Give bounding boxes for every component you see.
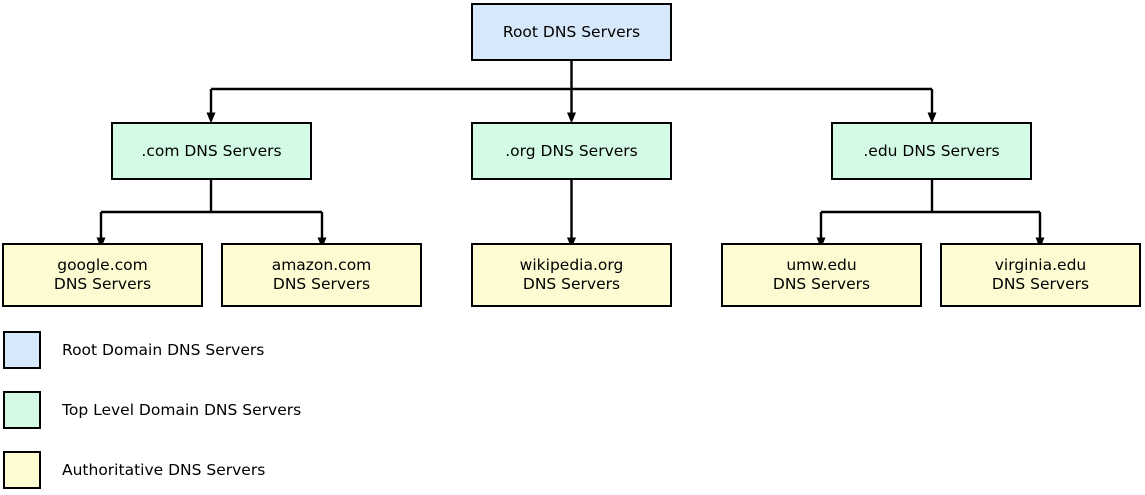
node-label-line2: DNS Servers <box>53 275 152 293</box>
node-label-line1: virginia.edu <box>994 256 1087 274</box>
node-org-dns-servers[interactable]: .org DNS Servers <box>471 122 672 180</box>
legend-label-authoritative: Authoritative DNS Servers <box>62 461 266 479</box>
node-label-line2: DNS Servers <box>991 275 1090 293</box>
legend-swatch-root-domain <box>3 331 41 369</box>
node-label: .edu DNS Servers <box>863 141 1000 160</box>
legend-swatch-authoritative <box>3 451 41 489</box>
node-label-line1: umw.edu <box>786 256 857 274</box>
node-amazon-com-dns-servers[interactable]: amazon.com DNS Servers <box>221 243 422 307</box>
legend-label-root-domain: Root Domain DNS Servers <box>62 341 265 359</box>
node-edu-dns-servers[interactable]: .edu DNS Servers <box>831 122 1032 180</box>
legend-label-top-level-domain: Top Level Domain DNS Servers <box>62 401 302 419</box>
node-label-line2: DNS Servers <box>772 275 871 293</box>
node-com-dns-servers[interactable]: .com DNS Servers <box>111 122 312 180</box>
node-label: .org DNS Servers <box>505 141 638 160</box>
node-wikipedia-org-dns-servers[interactable]: wikipedia.org DNS Servers <box>471 243 672 307</box>
legend-swatch-top-level-domain <box>3 391 41 429</box>
node-umw-edu-dns-servers[interactable]: umw.edu DNS Servers <box>721 243 922 307</box>
node-label-line1: amazon.com <box>271 256 372 274</box>
node-label: Root DNS Servers <box>502 22 641 41</box>
node-label-line1: wikipedia.org <box>519 256 624 274</box>
node-label-line1: google.com <box>57 256 148 274</box>
node-label-line2: DNS Servers <box>522 275 621 293</box>
node-label: .com DNS Servers <box>141 141 282 160</box>
node-root-dns-servers[interactable]: Root DNS Servers <box>471 3 672 61</box>
node-label-line2: DNS Servers <box>272 275 371 293</box>
node-google-com-dns-servers[interactable]: google.com DNS Servers <box>2 243 203 307</box>
node-virginia-edu-dns-servers[interactable]: virginia.edu DNS Servers <box>940 243 1141 307</box>
